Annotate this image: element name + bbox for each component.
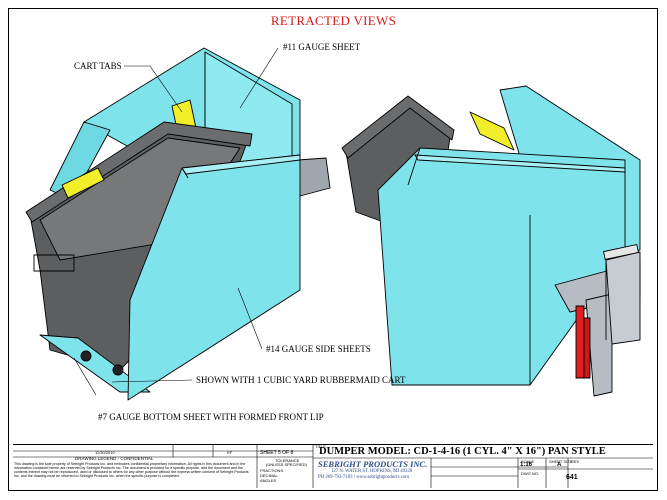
- hinge-pin: [603, 244, 639, 260]
- tb-decimal: DECIMAL: [260, 473, 278, 478]
- cart-rim: [25, 121, 253, 223]
- right-dumper-view: [341, 85, 641, 397]
- tb-dwg-label: DWG NO.: [521, 471, 539, 476]
- tb-date: 11/30/2010: [95, 450, 115, 455]
- callout-11-gauge-sheet: #11 GAUGE SHEET: [283, 42, 361, 52]
- lift-post: [585, 293, 613, 397]
- scale-value: 1:16: [520, 462, 533, 468]
- tb-drawn-by: KF: [227, 450, 233, 455]
- callout-rubbermaid-cart: SHOWN WITH 1 CUBIC YARD RUBBERMAID CART: [196, 375, 406, 385]
- company-name: SEBRIGHT PRODUCTS INC.: [318, 459, 428, 469]
- tb-notice: This drawing is the sole property of Seb…: [14, 462, 249, 478]
- hydraulic-cylinder: [575, 305, 585, 379]
- drawing-sheet-border: [8, 8, 658, 491]
- drawing-title: RETRACTED VIEWS: [270, 13, 397, 28]
- left-bottom-sheet: [39, 334, 151, 393]
- company-phone: PH 269-793-7183 / www.sebrightproducts.c…: [318, 475, 409, 480]
- company-address: 127 N. WATER ST. HOPKINS, MI 49328: [331, 469, 413, 474]
- tb-rev-label: REV: [571, 459, 580, 464]
- tb-angles: ANGLES: [260, 478, 277, 483]
- title-block: 11/30/2010 KF SHEET 5 OF 8 DRAWING LEGEN…: [13, 444, 653, 488]
- leader-lines: [73, 47, 279, 396]
- tb-sheet-size-label: SHEET SIZE: [549, 459, 573, 464]
- callout-7-gauge-bottom-sheet: #7 GAUGE BOTTOM SHEET WITH FORMED FRONT …: [98, 412, 324, 422]
- title-block-grid: [13, 445, 653, 488]
- tb-legend: DRAWING LEGEND - CONFIDENTIAL: [75, 456, 154, 461]
- callout-cart-tabs: CART TABS: [74, 61, 122, 71]
- tb-title-label: TITLE:: [315, 444, 328, 449]
- tb-scale-label: SCALE: [521, 459, 535, 464]
- tb-tolerance-title: TOLERANCE: [275, 458, 300, 463]
- dumper-model-title: DUMPER MODEL: CD-1-4-16 (1 CYL. 4" X 16"…: [319, 446, 606, 457]
- dwg-number: 641: [566, 474, 578, 481]
- callout-14-gauge-side-sheets: #14 GAUGE SIDE SHEETS: [266, 344, 371, 354]
- sheet-size-value: A: [557, 462, 562, 468]
- tb-sheet: SHEET 5 OF 8: [260, 450, 294, 456]
- tb-fractions: FRACTIONS: [260, 468, 284, 473]
- left-dumper-view: [25, 47, 331, 401]
- left-rear-bracket: [297, 157, 331, 197]
- cart-tab-front: [61, 167, 105, 199]
- right-cart-tab-rear: [469, 111, 515, 151]
- cart-wheel: [80, 350, 92, 362]
- tb-tolerance-sub: (UNLESS SPECIFIED): [266, 462, 307, 467]
